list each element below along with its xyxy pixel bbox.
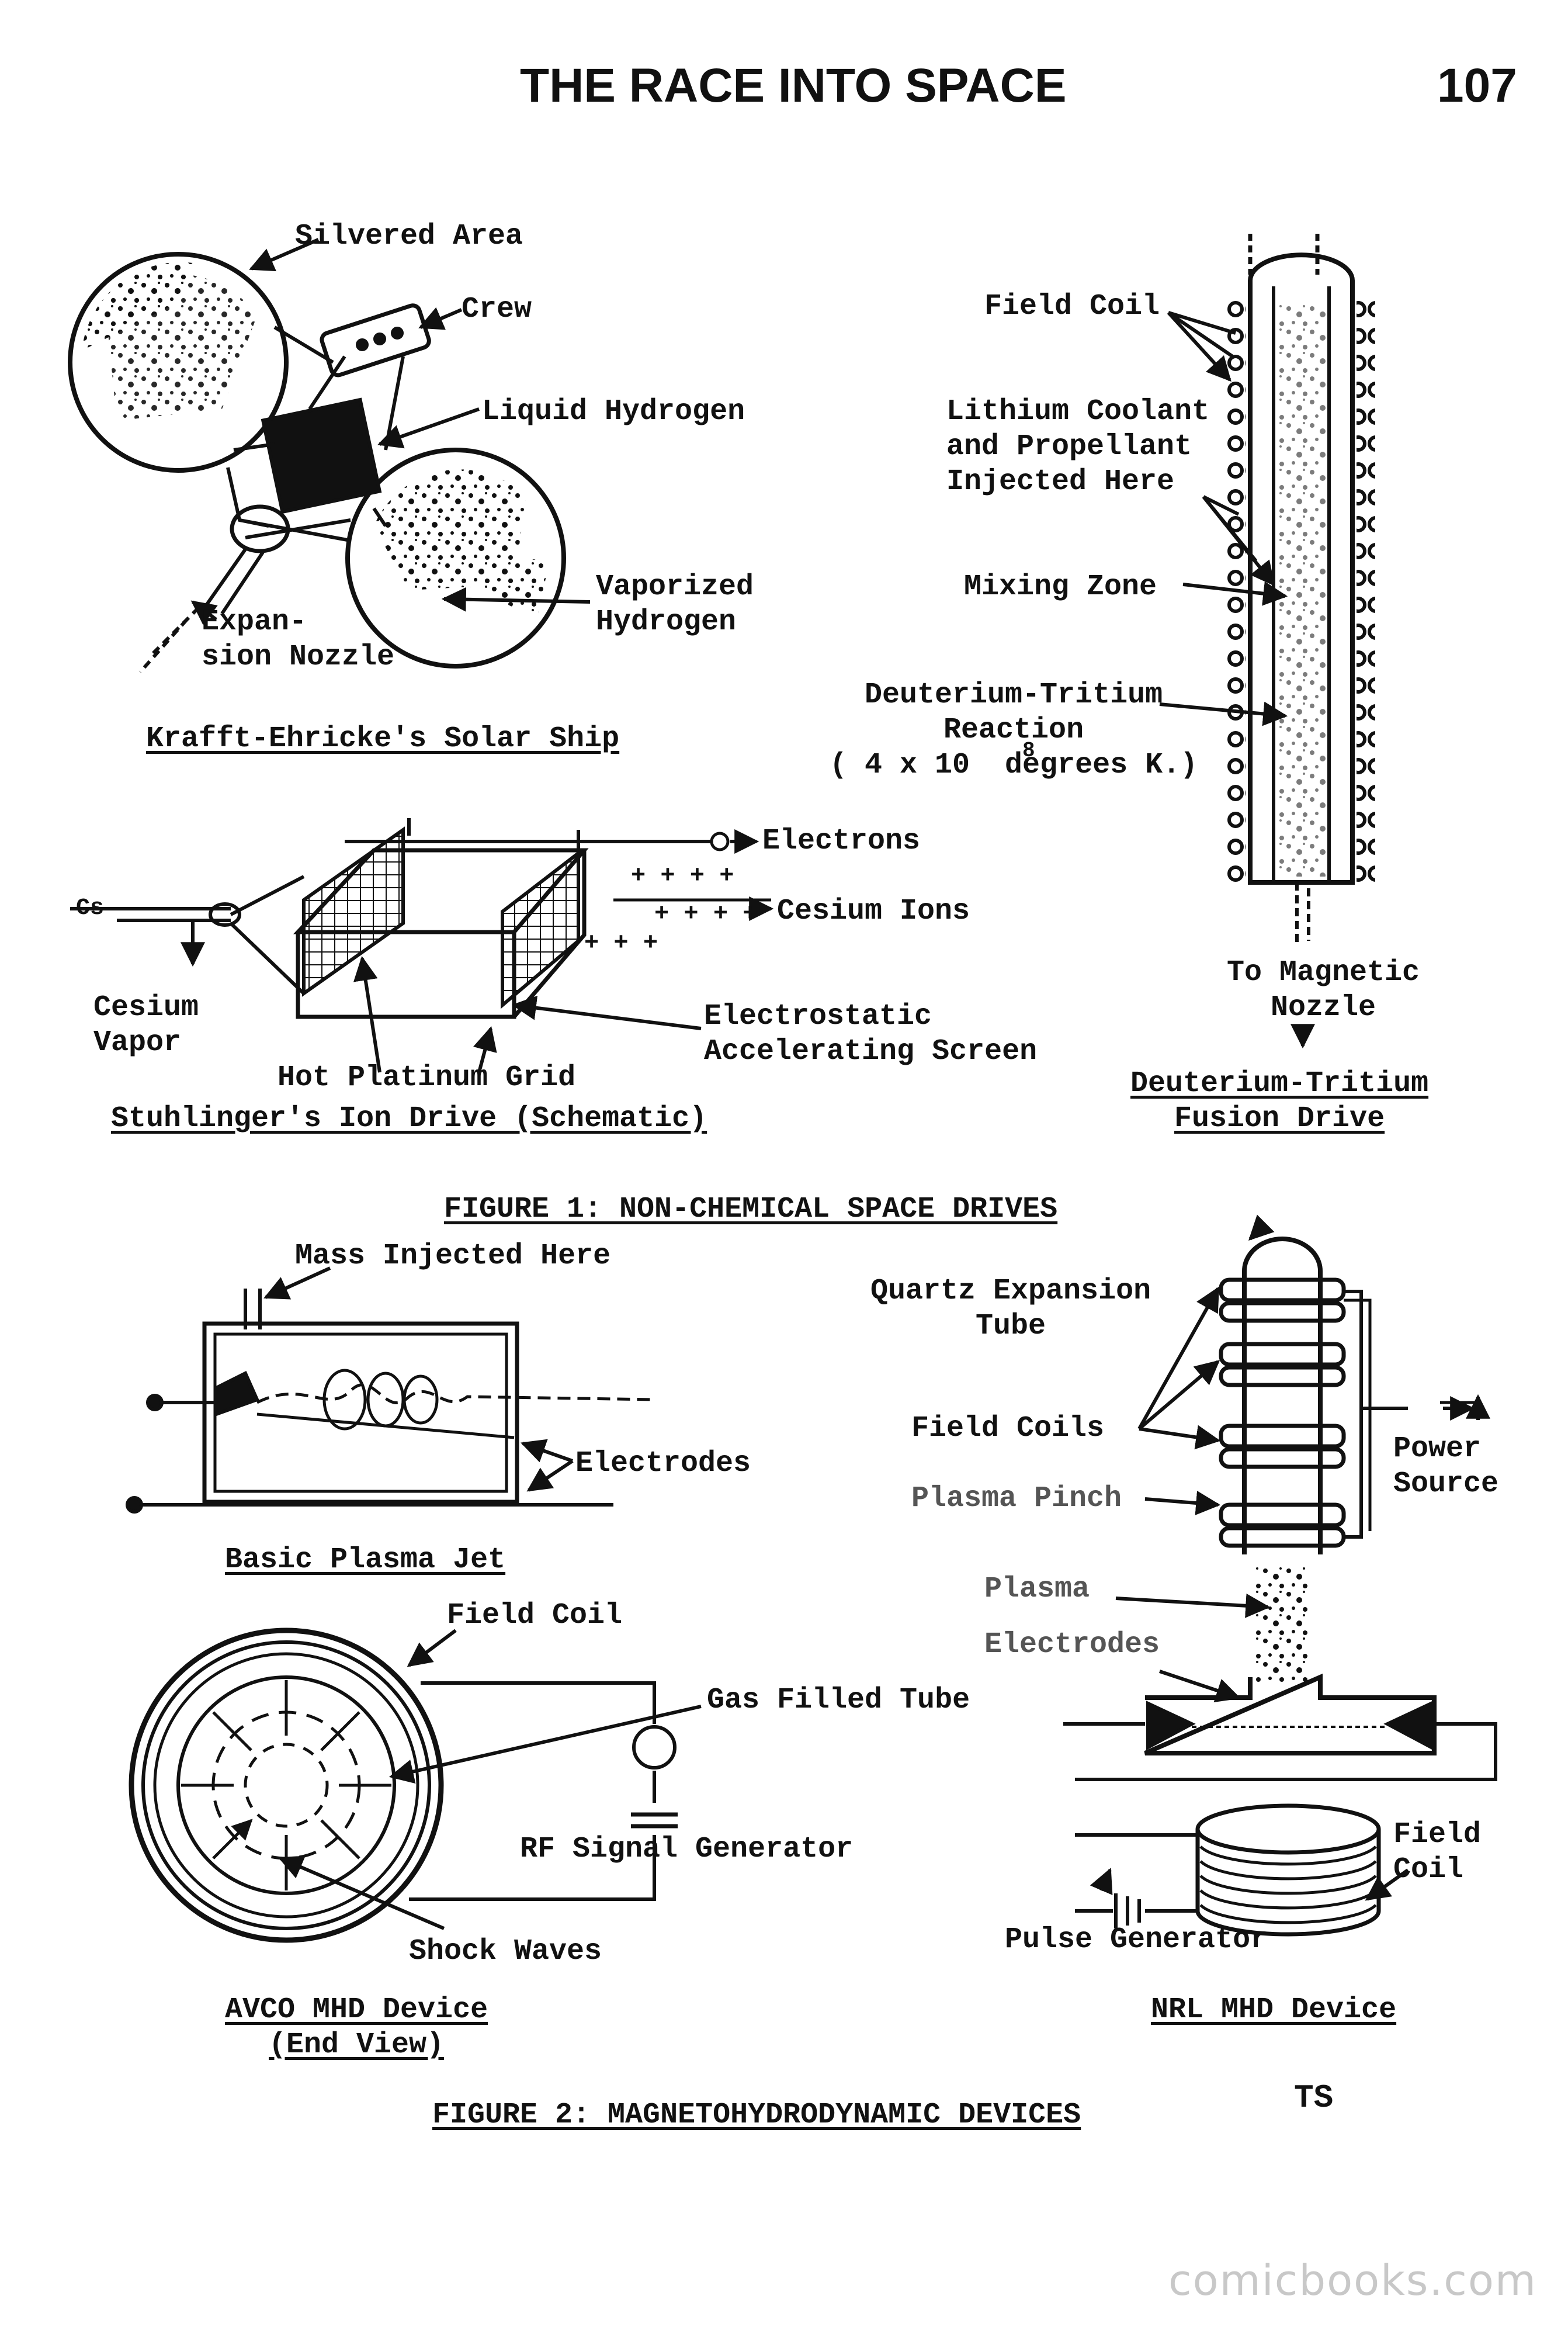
pinch-device-drawing — [1063, 1214, 1497, 1781]
running-head: THE RACE INTO SPACE — [520, 59, 1067, 112]
ion-drive-drawing — [70, 818, 774, 1073]
label-vaporized-hydrogen: Vaporized Hydrogen — [596, 570, 754, 639]
label-silvered-area: Silvered Area — [295, 220, 523, 253]
label-to-magnetic-nozzle: To Magnetic Nozzle — [1227, 956, 1420, 1024]
caption-avco: AVCO MHD Device (End View) — [225, 1993, 488, 2062]
page-number: 107 — [1437, 59, 1517, 112]
fusion-drive-drawing — [1159, 234, 1375, 1049]
label-rf-generator: RF Signal Generator — [520, 1833, 854, 1866]
label-plasma: Plasma — [984, 1573, 1090, 1606]
label-mass-injected: Mass Injected Here — [295, 1239, 611, 1273]
nrl-device-drawing — [1075, 1803, 1409, 1937]
caption-nrl: NRL MHD Device — [1151, 1993, 1397, 2027]
label-expansion-nozzle: Expan- sion Nozzle — [202, 605, 395, 674]
label-quartz-tube: Quartz Expansion Tube — [870, 1275, 1151, 1343]
plasma-jet-drawing — [126, 1266, 655, 1514]
label-pulse-generator: Pulse Generator — [1005, 1923, 1268, 1957]
label-electrons: Electrons — [762, 825, 921, 858]
svg-text:+ + + +: + + + + — [654, 900, 757, 928]
label-electrodes-pinch: Electrodes — [984, 1628, 1160, 1661]
label-field-coil: Field Coil — [984, 290, 1160, 323]
label-field-coils: Field Coils — [911, 1412, 1105, 1445]
watermark: comicbooks.com — [1168, 2256, 1538, 2305]
label-accelerating-screen: Electrostatic Accelerating Screen — [704, 1000, 1038, 1068]
label-plasma-pinch: Plasma Pinch — [911, 1482, 1122, 1515]
artist-initials: TS — [1294, 2079, 1334, 2117]
caption-fusion-drive: Deuterium-Tritium Fusion Drive — [1130, 1067, 1429, 1135]
label-mixing-zone: Mixing Zone — [964, 570, 1157, 604]
label-exponent: 8 — [1022, 739, 1035, 763]
svg-text:+ + +: + + + — [584, 929, 658, 957]
label-avco-field-coil: Field Coil — [447, 1599, 623, 1632]
label-liquid-hydrogen: Liquid Hydrogen — [482, 395, 745, 428]
label-cesium-vapor: Cesium Vapor — [93, 991, 199, 1059]
figure-1-caption: FIGURE 1: NON-CHEMICAL SPACE DRIVES — [444, 1193, 1058, 1226]
caption-plasma-jet: Basic Plasma Jet — [225, 1543, 506, 1577]
label-nrl-field-coil: Field Coil — [1393, 1818, 1482, 1886]
label-power-source: Power Source — [1393, 1432, 1499, 1501]
caption-ion-drive: Stuhlinger's Ion Drive (Schematic) — [111, 1102, 707, 1135]
label-shock-waves: Shock Waves — [409, 1935, 602, 1968]
avco-device-drawing — [129, 1627, 702, 1943]
label-cesium-ions: Cesium Ions — [777, 895, 970, 928]
label-cs: Cs — [76, 895, 105, 922]
label-platinum-grid: Hot Platinum Grid — [277, 1061, 576, 1095]
solar-ship-drawing — [68, 238, 591, 673]
label-gas-filled-tube: Gas Filled Tube — [707, 1684, 970, 1717]
label-reaction: Deuterium-Tritium Reaction ( 4 x 10 degr… — [830, 678, 1198, 782]
caption-solar-ship: Krafft-Ehricke's Solar Ship — [146, 722, 620, 756]
label-crew: Crew — [462, 293, 532, 326]
svg-text:+ + + +: + + + + — [631, 862, 734, 890]
figure-2-caption: FIGURE 2: MAGNETOHYDRODYNAMIC DEVICES — [432, 2099, 1081, 2132]
label-electrodes-jet: Electrodes — [575, 1447, 751, 1480]
label-lithium-coolant: Lithium Coolant and Propellant Injected … — [946, 395, 1210, 498]
